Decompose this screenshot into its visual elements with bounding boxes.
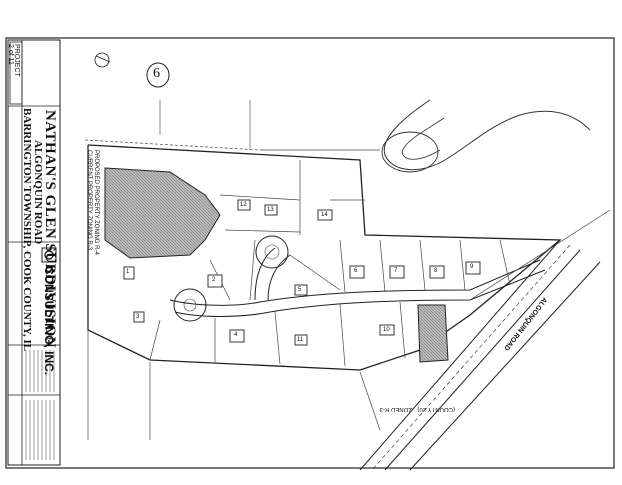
project-box xyxy=(9,41,23,105)
lot-number: 6 xyxy=(354,268,358,274)
lot-number: 5 xyxy=(298,287,302,293)
cul-de-sac-north xyxy=(255,235,289,269)
lot-number: 1 xyxy=(126,269,130,275)
building-footprints xyxy=(123,199,481,346)
county-road-label: (COUNTY 20) xyxy=(417,406,455,412)
lot-number: 3 xyxy=(136,314,140,320)
detention-pond-west xyxy=(104,167,221,259)
company-name: CONSULTING, INC. xyxy=(42,266,56,376)
main-road-north-edge xyxy=(169,259,541,306)
cul-de-sac-west xyxy=(173,288,207,322)
lot-number: 12 xyxy=(240,202,247,208)
handwritten-circle xyxy=(146,62,170,88)
main-road-south-edge xyxy=(174,269,546,317)
project-number: 2 of 11 xyxy=(7,44,14,65)
detention-pond-east xyxy=(417,304,449,363)
lot-number: 7 xyxy=(394,268,398,274)
lot-number: 13 xyxy=(267,207,274,213)
current-zoning-note: CURRENT PROPERTY ZONING R-3 xyxy=(86,150,92,251)
title-block xyxy=(7,39,61,466)
north-cul-de-sac xyxy=(381,131,439,173)
project-label: PROJECT xyxy=(13,44,20,77)
company-logo-icon xyxy=(41,247,57,263)
handwritten-number: 6 xyxy=(153,66,160,81)
sheet-border xyxy=(5,37,615,469)
subtitle-road: ALGONQUIN ROAD xyxy=(32,140,44,245)
zoned-note: ZONED R-3 xyxy=(379,406,412,412)
north-arrow-icon xyxy=(94,52,111,68)
lot-lines xyxy=(149,160,511,367)
lot-number: 2 xyxy=(212,277,216,283)
lot-number: 9 xyxy=(470,264,474,270)
lot-number: 10 xyxy=(383,327,390,333)
lot-number: 4 xyxy=(234,332,238,338)
lot-number: 8 xyxy=(434,268,438,274)
lot-number: 14 xyxy=(321,212,328,218)
proposed-zoning-note: PROPOSED PROPERTY ZONING R-4 xyxy=(93,150,99,255)
lot-number: 11 xyxy=(297,337,304,343)
algonquin-road xyxy=(359,239,601,471)
subtitle-township: BARRINGTON TOWNSHIP, COOK COUNTY, IL xyxy=(21,108,33,352)
